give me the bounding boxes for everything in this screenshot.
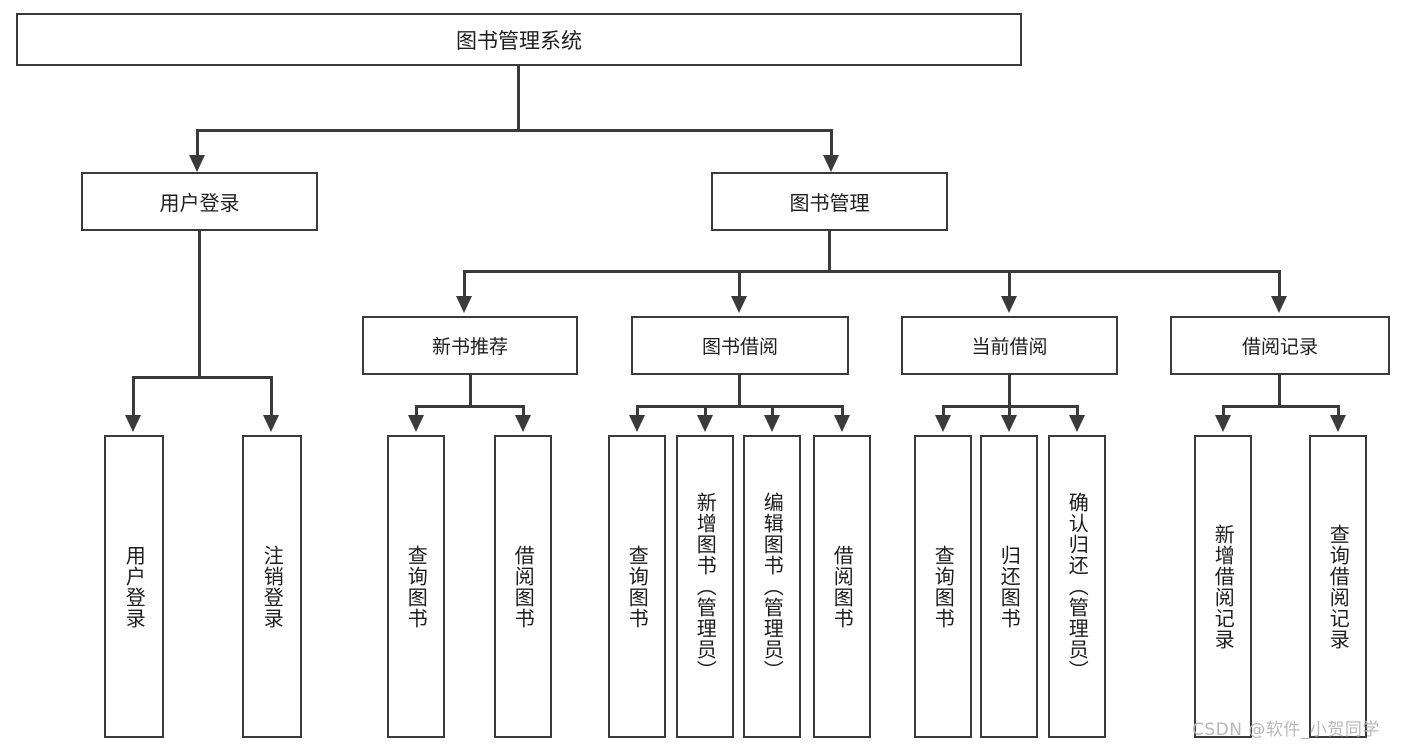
connector-borrow-records-drop-2 (1337, 405, 1340, 417)
leaf-borrow-records-query[interactable]: 查询借阅记录 (1309, 435, 1367, 738)
node-label: 新增图书（管理员） (693, 492, 718, 681)
leaf-book-borrow-edit[interactable]: 编辑图书（管理员） (743, 435, 801, 738)
node-label: 图书管理 (789, 191, 870, 215)
arrowhead-borrow-records-leaf-1 (1215, 415, 1231, 432)
connector-user-login-stem (198, 231, 201, 378)
arrowhead-book-borrow-leaf-4 (834, 415, 850, 432)
connector-user-login-bar (132, 376, 270, 379)
watermark-text: CSDN @软件_小贺同学 (1192, 720, 1380, 740)
node-label: 归还图书 (997, 544, 1022, 629)
arrowhead-book-mgmt-child-2 (731, 296, 747, 313)
connector-book-borrow-bar (636, 405, 844, 408)
connector-new-book-bar (415, 405, 525, 408)
arrowhead-book-mgmt-child-3 (1001, 296, 1017, 313)
arrowhead-user-login-leaf-1 (125, 415, 141, 432)
arrowhead-root-to-book-mgmt (823, 155, 839, 172)
node-label: 新增借阅记录 (1211, 523, 1236, 650)
node-label: 图书管理系统 (456, 28, 582, 53)
connector-root-to-book-mgmt (830, 129, 833, 157)
leaf-user-login-login[interactable]: 用户登录 (104, 435, 164, 738)
connector-book-borrow-drop-3 (771, 405, 774, 417)
connector-book-mgmt-drop-1 (463, 270, 466, 298)
node-borrow-records[interactable]: 借阅记录 (1170, 316, 1390, 375)
connector-current-borrow-drop-1 (942, 405, 945, 417)
node-label: 查询借阅记录 (1326, 523, 1351, 650)
connector-root-to-user-login (196, 129, 199, 157)
leaf-current-borrow-return[interactable]: 归还图书 (980, 435, 1038, 738)
arrowhead-user-login-leaf-2 (263, 415, 279, 432)
node-label: 当前借阅 (971, 336, 1048, 358)
connector-current-borrow-drop-2 (1008, 405, 1011, 417)
arrowhead-current-borrow-leaf-2 (1001, 415, 1017, 432)
connector-book-borrow-stem (738, 375, 741, 407)
arrowhead-book-borrow-leaf-1 (629, 415, 645, 432)
node-label: 注销登录 (260, 544, 285, 629)
arrowhead-root-to-user-login (189, 155, 205, 172)
connector-book-mgmt-drop-4 (1278, 270, 1281, 298)
arrowhead-new-book-leaf-2 (515, 415, 531, 432)
connector-root-stem (517, 66, 520, 131)
node-label: 编辑图书（管理员） (760, 492, 785, 681)
connector-root-bar (196, 129, 833, 132)
connector-new-book-stem (469, 375, 472, 407)
arrowhead-book-mgmt-child-4 (1271, 296, 1287, 313)
leaf-current-borrow-confirm-return[interactable]: 确认归还（管理员） (1048, 435, 1106, 738)
connector-borrow-records-stem (1278, 375, 1281, 407)
arrowhead-new-book-leaf-1 (408, 415, 424, 432)
node-current-borrow[interactable]: 当前借阅 (901, 316, 1118, 375)
leaf-current-borrow-query[interactable]: 查询图书 (914, 435, 972, 738)
connector-current-borrow-drop-3 (1076, 405, 1079, 417)
node-label: 查询图书 (625, 544, 650, 629)
connector-book-mgmt-bar (463, 270, 1281, 273)
leaf-book-borrow-add[interactable]: 新增图书（管理员） (676, 435, 734, 738)
node-label: 确认归还（管理员） (1065, 492, 1090, 681)
leaf-borrow-records-add[interactable]: 新增借阅记录 (1194, 435, 1252, 738)
connector-current-borrow-stem (1008, 375, 1011, 407)
arrowhead-book-mgmt-child-1 (456, 296, 472, 313)
node-label: 查询图书 (404, 544, 429, 629)
leaf-book-borrow-query[interactable]: 查询图书 (608, 435, 666, 738)
node-label: 借阅记录 (1241, 336, 1318, 358)
node-book-management[interactable]: 图书管理 (711, 172, 948, 231)
node-user-login[interactable]: 用户登录 (81, 172, 318, 231)
node-label: 新书推荐 (431, 336, 508, 358)
node-root-system[interactable]: 图书管理系统 (16, 13, 1022, 66)
arrowhead-current-borrow-leaf-3 (1069, 415, 1085, 432)
node-new-book-recommend[interactable]: 新书推荐 (362, 316, 578, 375)
leaf-user-login-logout[interactable]: 注销登录 (242, 435, 302, 738)
connector-borrow-records-drop-1 (1222, 405, 1225, 417)
arrowhead-borrow-records-leaf-2 (1330, 415, 1346, 432)
connector-book-borrow-drop-4 (841, 405, 844, 417)
arrowhead-book-borrow-leaf-2 (697, 415, 713, 432)
node-book-borrow[interactable]: 图书借阅 (631, 316, 849, 375)
connector-borrow-records-bar (1222, 405, 1340, 408)
connector-new-book-drop-2 (522, 405, 525, 417)
node-label: 图书借阅 (701, 336, 778, 358)
node-label: 借阅图书 (830, 544, 855, 629)
csdn-watermark: CSDN @软件_小贺同学 (1192, 715, 1380, 740)
connector-user-login-drop-2 (270, 376, 273, 417)
connector-user-login-drop-1 (132, 376, 135, 417)
leaf-new-book-borrow[interactable]: 借阅图书 (494, 435, 552, 738)
arrowhead-current-borrow-leaf-1 (935, 415, 951, 432)
connector-book-mgmt-drop-2 (738, 270, 741, 298)
node-label: 用户登录 (159, 191, 240, 215)
node-label: 用户登录 (122, 544, 147, 629)
connector-book-mgmt-drop-3 (1008, 270, 1011, 298)
connector-book-borrow-drop-1 (636, 405, 639, 417)
connector-book-borrow-drop-2 (704, 405, 707, 417)
connector-book-mgmt-stem (828, 231, 831, 272)
connector-new-book-drop-1 (415, 405, 418, 417)
node-label: 借阅图书 (511, 544, 536, 629)
leaf-new-book-query[interactable]: 查询图书 (387, 435, 445, 738)
leaf-book-borrow-borrow[interactable]: 借阅图书 (813, 435, 871, 738)
arrowhead-book-borrow-leaf-3 (764, 415, 780, 432)
node-label: 查询图书 (931, 544, 956, 629)
